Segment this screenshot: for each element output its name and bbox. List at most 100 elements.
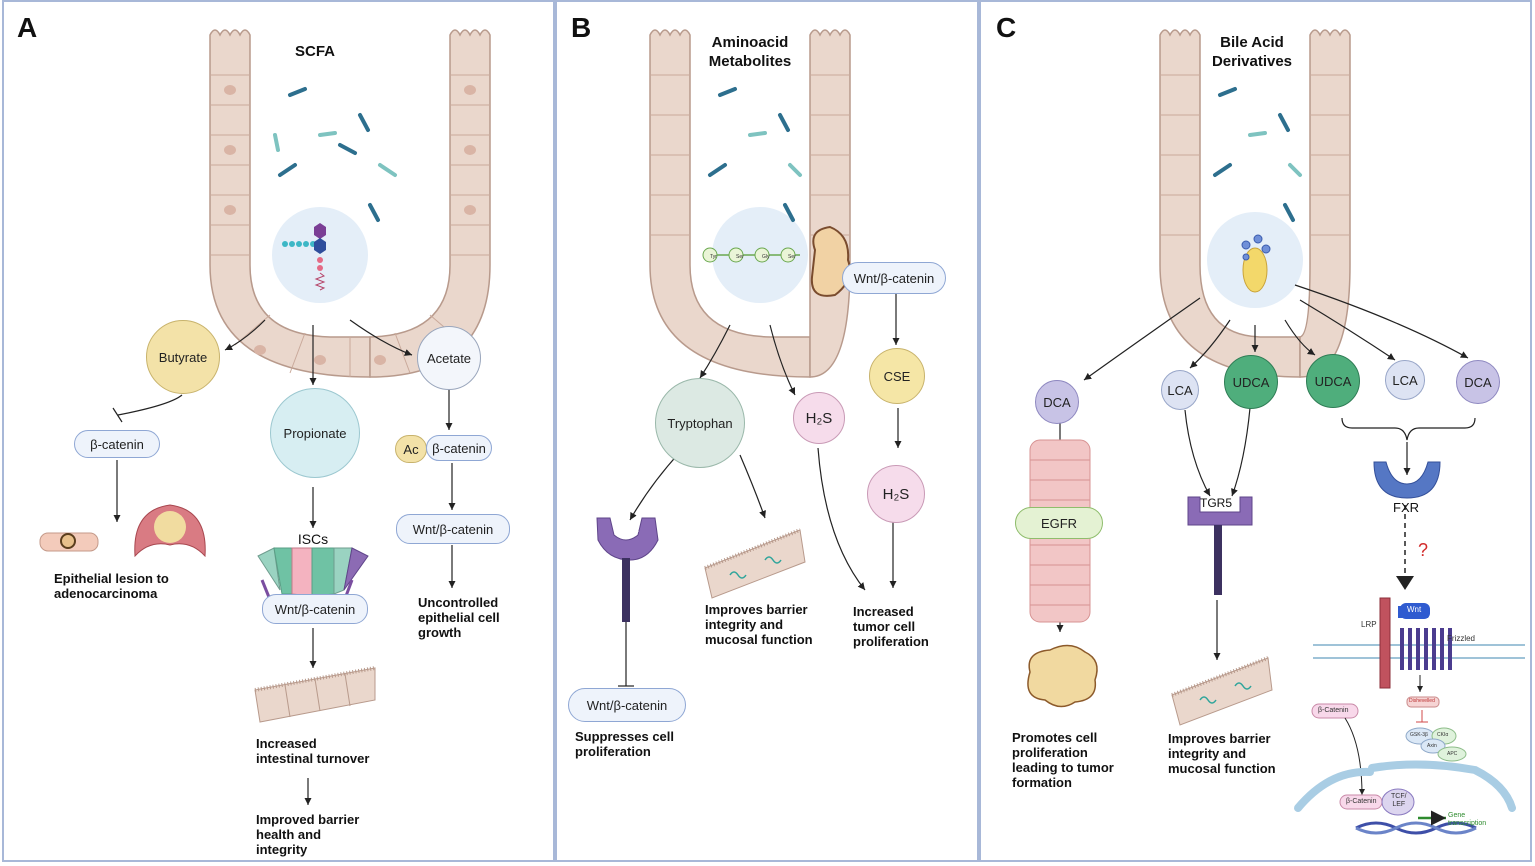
caption-uncontrolled-line1: Uncontrolled <box>418 595 499 610</box>
lrp-label: LRP <box>1361 620 1377 629</box>
beta-catenin-pill-a: β-catenin <box>74 430 160 458</box>
udca-node-1: UDCA <box>1224 355 1278 409</box>
dca-node-1: DCA <box>1035 380 1079 424</box>
panel-a-letter: A <box>17 12 38 43</box>
caption-barrier-c-line3: mucosal function <box>1168 761 1276 776</box>
caption-barrier-c-line2: integrity and <box>1168 746 1247 761</box>
caption-uncontrolled: Uncontrolled epithelial cell growth <box>418 595 500 640</box>
caption-turnover: Increased intestinal turnover <box>256 736 369 766</box>
tgr5-receptor <box>1187 496 1253 595</box>
ck1-label: CKIα <box>1437 732 1449 738</box>
caption-promotes-line3: leading to tumor <box>1012 760 1114 775</box>
tcf-lef-line2: LEF <box>1392 801 1406 808</box>
caption-promotes-line4: formation <box>1012 775 1072 790</box>
tumor-icon <box>1027 644 1098 708</box>
caption-lesion: Epithelial lesion to adenocarcinoma <box>54 571 169 601</box>
epithelium-strip-b <box>704 528 806 599</box>
propionate-node: Propionate <box>270 388 360 478</box>
caption-barrier-b: Improves barrier integrity and mucosal f… <box>705 602 813 647</box>
caption-barrier-c: Improves barrier integrity and mucosal f… <box>1168 731 1276 776</box>
caption-tumor-prolif-line3: proliferation <box>853 634 929 649</box>
caption-suppresses-line2: proliferation <box>575 744 651 759</box>
gene-transcription-line1: Gene <box>1448 812 1466 819</box>
caption-promotes-line2: proliferation <box>1012 745 1088 760</box>
caption-suppresses: Suppresses cell proliferation <box>575 729 674 759</box>
caption-barrier-a-line2: health and <box>256 827 322 842</box>
panel-c-title-line2: Derivatives <box>1211 53 1293 70</box>
gene-transcription-label: Gene transcription <box>1448 812 1486 828</box>
caption-turnover-line2: intestinal turnover <box>256 751 370 766</box>
caption-uncontrolled-line3: growth <box>418 625 462 640</box>
caption-barrier-b-line2: integrity and <box>705 617 784 632</box>
apc-label: APC <box>1447 751 1458 757</box>
beta-catenin-nuc-label: β-Catenin <box>1346 798 1377 805</box>
aa-tyr: Tyr <box>710 254 717 260</box>
gsk-label: GSK-3β <box>1410 732 1428 738</box>
caption-barrier-a: Improved barrier health and integrity <box>256 812 359 857</box>
panel-b-letter: B <box>571 12 592 43</box>
crypt-b <box>649 29 851 378</box>
fxr-label: FXR <box>1393 500 1419 515</box>
caption-promotes: Promotes cell proliferation leading to t… <box>1012 730 1114 790</box>
lca-node-1: LCA <box>1161 370 1199 410</box>
caption-promotes-line1: Promotes cell <box>1012 730 1098 745</box>
caption-suppresses-line1: Suppresses cell <box>575 729 674 744</box>
caption-uncontrolled-line2: epithelial cell <box>418 610 500 625</box>
caption-barrier-a-line1: Improved barrier <box>256 812 360 827</box>
epithelium-strip-c <box>1171 656 1273 726</box>
caption-barrier-b-line3: mucosal function <box>705 632 813 647</box>
caption-tumor-prolif-line1: Increased <box>853 604 914 619</box>
wnt-pill-acetate: Wnt/β-catenin <box>396 514 510 544</box>
panel-b-title-line1: Aminoacid <box>711 34 789 51</box>
wnt-pill-propionate: Wnt/β-catenin <box>262 594 368 624</box>
gene-transcription-line2: transcription <box>1448 820 1487 827</box>
ahr-receptor <box>596 517 659 622</box>
panel-c <box>979 0 1532 862</box>
acetate-node: Acetate <box>417 326 481 390</box>
panel-c-title: Bile Acid Derivatives <box>1197 33 1307 71</box>
h2s-node-1: H₂S <box>793 392 845 444</box>
ahr-label: AHR <box>614 521 640 535</box>
aa-ser-2: Ser <box>788 254 796 260</box>
frizzled-label: Frizzled <box>1447 634 1476 643</box>
lesion-icon <box>39 504 206 558</box>
panel-b-title-line2: Metabolites <box>708 53 792 70</box>
isc-cells <box>257 547 369 613</box>
epithelium-strip-a <box>254 666 376 723</box>
isc-label: ISCs <box>297 531 329 547</box>
beta-catenin-pill-acetate: β-catenin <box>426 435 492 461</box>
tgr5-label: TGR5 <box>1200 496 1233 510</box>
wnt-pathway <box>1294 597 1525 835</box>
aa-ser: Ser <box>736 254 744 260</box>
tryptophan-node: Tryptophan <box>655 378 745 468</box>
tcf-lef-line1: TCF/ <box>1391 793 1407 800</box>
wnt-pill-b-bottom: Wnt/β-catenin <box>568 688 686 722</box>
acetyl-tag: Ac <box>395 435 427 463</box>
caption-tumor-prolif: Increased tumor cell proliferation <box>853 604 929 649</box>
tcf-lef-label: TCF/ LEF <box>1391 793 1407 809</box>
panel-c-title-line1: Bile Acid <box>1220 34 1284 51</box>
panel-c-letter: C <box>996 12 1017 43</box>
caption-barrier-c-line1: Improves barrier <box>1168 731 1271 746</box>
crypt-c <box>1159 29 1351 378</box>
beta-catenin-cyto-label: β-Catenin <box>1318 707 1349 714</box>
wnt-ligand-label: Wnt <box>1407 605 1422 614</box>
crypt-a <box>209 29 491 378</box>
butyrate-node: Butyrate <box>146 320 220 394</box>
caption-lesion-line2: adenocarcinoma <box>54 586 158 601</box>
udca-node-2: UDCA <box>1306 354 1360 408</box>
wnt-pill-b-top: Wnt/β-catenin <box>842 262 946 294</box>
axin-label: Axin <box>1427 743 1437 749</box>
egfr-pill: EGFR <box>1015 507 1103 539</box>
caption-lesion-line1: Epithelial lesion to <box>54 571 169 586</box>
h2s-node-2: H₂S <box>867 465 925 523</box>
caption-barrier-a-line3: integrity <box>256 842 308 857</box>
dishevelled-label: Dishevelled <box>1409 698 1435 704</box>
caption-barrier-b-line1: Improves barrier <box>705 602 808 617</box>
panel-a-title: SCFA <box>294 43 335 60</box>
fxr-receptor <box>1373 461 1441 499</box>
lca-node-2: LCA <box>1385 360 1425 400</box>
panel-b-title: Aminoacid Metabolites <box>695 33 805 71</box>
caption-turnover-line1: Increased <box>256 736 317 751</box>
